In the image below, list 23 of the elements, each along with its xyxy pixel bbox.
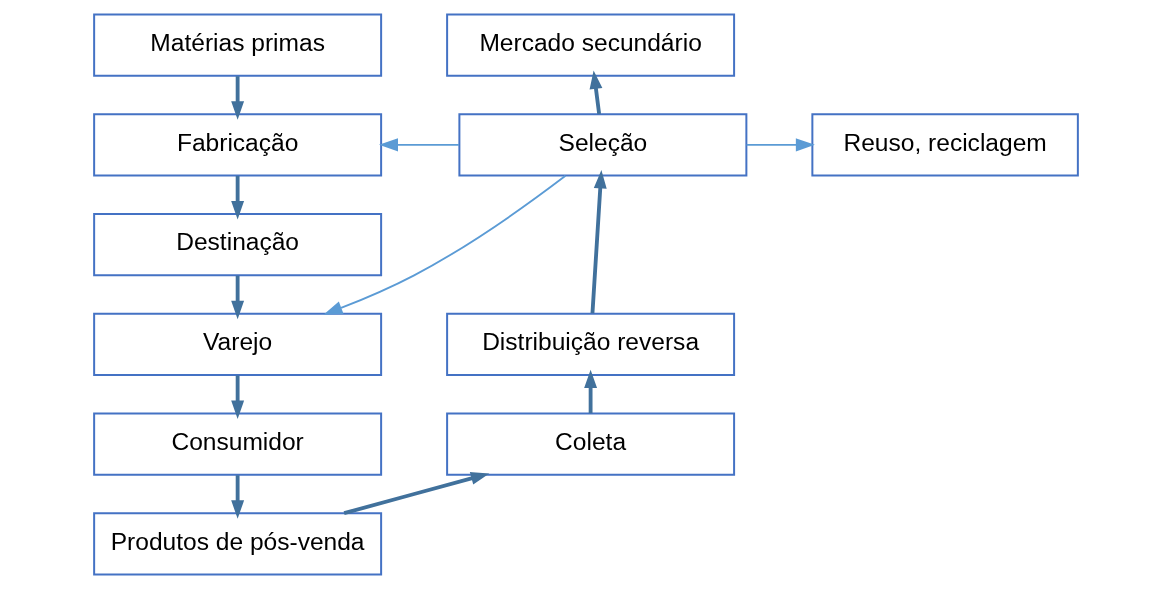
arrow	[583, 369, 597, 414]
node-box: Matérias primas	[92, 13, 382, 77]
arrow	[230, 375, 244, 420]
arrow	[589, 70, 602, 115]
node-box: Coleta	[445, 412, 735, 476]
arrow	[378, 138, 460, 152]
node-box: Varejo	[92, 312, 382, 377]
arrow	[745, 138, 815, 152]
arrow	[343, 472, 489, 516]
arrow	[230, 76, 244, 120]
arrow	[322, 174, 566, 315]
arrow	[230, 475, 244, 519]
node-box: Destinação	[92, 212, 382, 277]
node-box: Mercado secundário	[445, 13, 735, 77]
node-box: Fabricação	[92, 113, 382, 177]
node-box: Seleção	[457, 113, 747, 177]
arrow	[230, 275, 244, 320]
node-box: Reuso, reciclagem	[810, 113, 1079, 177]
node-box: Distribuição reversa	[445, 312, 735, 377]
node-box: Produtos de pós-venda	[92, 512, 382, 576]
arrow	[590, 170, 607, 314]
node-box: Consumidor	[92, 412, 382, 476]
arrow	[230, 175, 244, 220]
